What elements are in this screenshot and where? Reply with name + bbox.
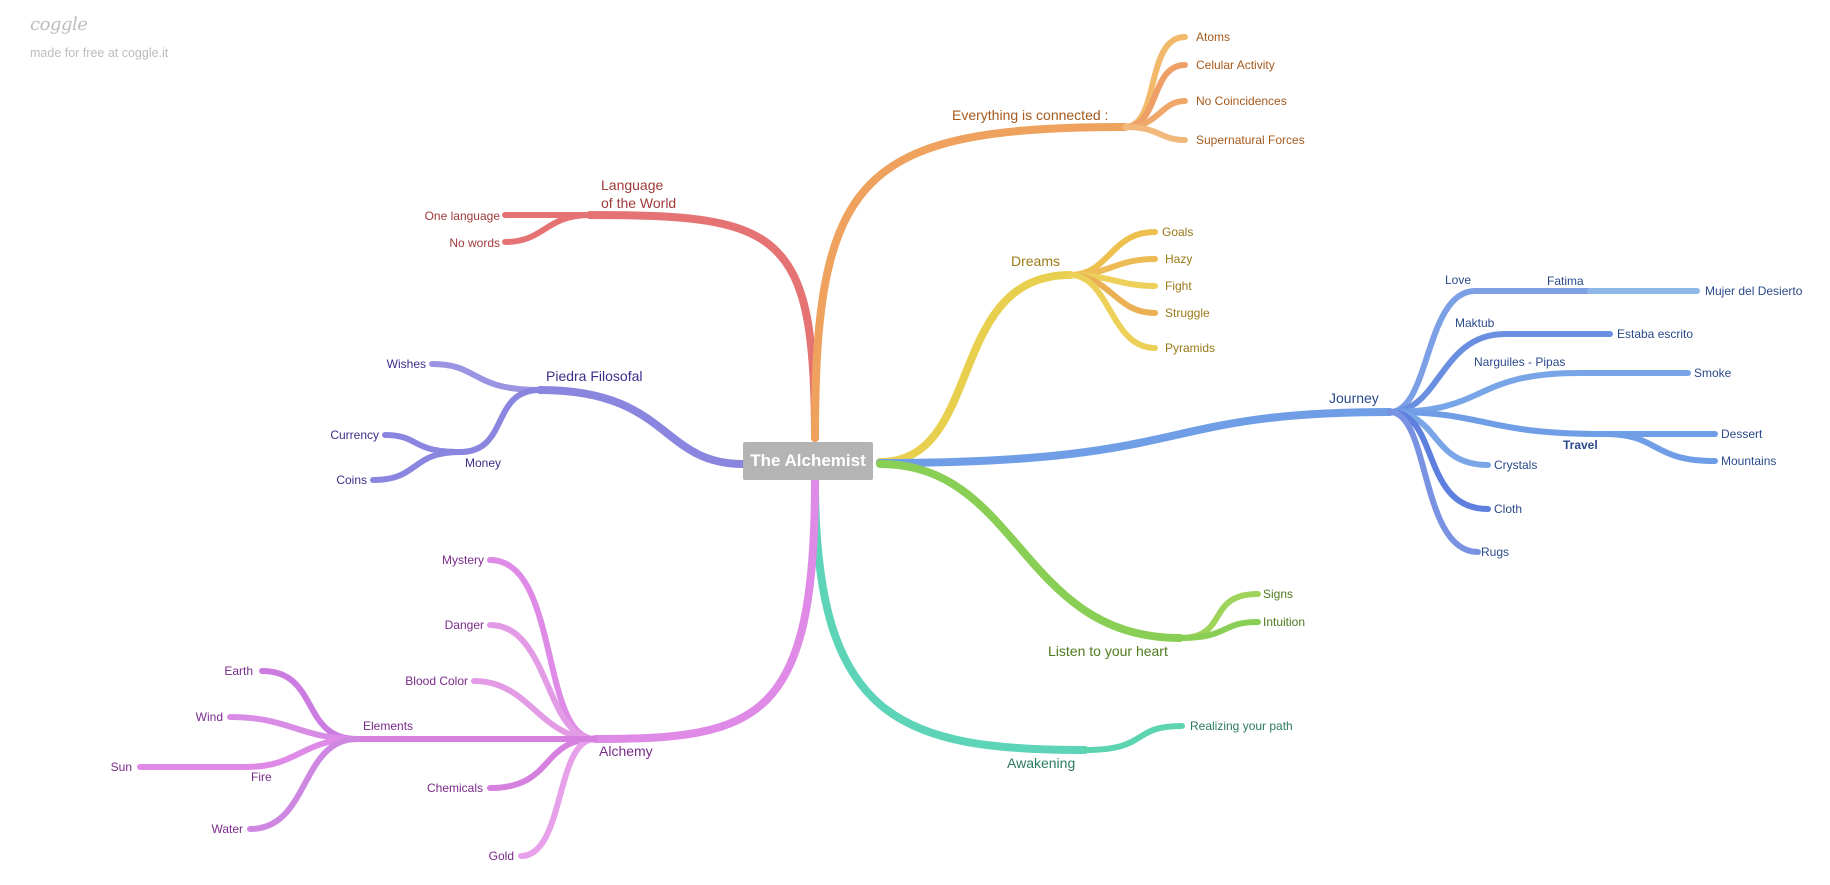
label-cloth: Cloth	[1494, 502, 1522, 516]
label-celular-activity: Celular Activity	[1196, 58, 1275, 72]
label-maktub: Maktub	[1455, 316, 1495, 330]
label-no-coincidences: No Coincidences	[1196, 94, 1287, 108]
branch-piedra	[536, 386, 747, 468]
label-estaba-escrito: Estaba escrito	[1617, 327, 1693, 341]
branch-journey	[876, 408, 1394, 467]
branch-heart	[876, 460, 1184, 642]
branch-no-words	[502, 212, 593, 245]
label-mujer-del-desierto: Mujer del Desierto	[1705, 284, 1803, 298]
label-signs: Signs	[1263, 587, 1293, 601]
label-crystals: Crystals	[1494, 458, 1537, 472]
branch-awakening	[811, 476, 1089, 754]
branch-travel	[1387, 409, 1608, 437]
label-chemicals: Chemicals	[427, 781, 483, 795]
label-alchemy: Alchemy	[599, 743, 653, 759]
label-earth: Earth	[224, 664, 253, 678]
label-mountains: Mountains	[1721, 454, 1776, 468]
label-currency: Currency	[330, 428, 379, 442]
branch-mountains	[1602, 431, 1718, 464]
label-sun: Sun	[111, 760, 132, 774]
label-wishes: Wishes	[387, 357, 426, 371]
label-supernatural-forces: Supernatural Forces	[1196, 133, 1305, 147]
branch-intuition	[1177, 619, 1261, 641]
label-pyramids: Pyramids	[1165, 341, 1215, 355]
branch-currency	[382, 432, 463, 455]
label-no-words: No words	[449, 236, 500, 250]
label-one-language: One language	[425, 209, 501, 223]
label-hazy: Hazy	[1165, 252, 1192, 266]
label-narguiles-pipas: Narguiles - Pipas	[1474, 355, 1565, 369]
label-struggle: Struggle	[1165, 306, 1210, 320]
label-travel: Travel	[1563, 438, 1598, 452]
branch-rugs	[1387, 409, 1481, 555]
branch-pyramids	[1067, 272, 1158, 351]
label-language-line1: Language	[601, 177, 664, 193]
label-fire: Fire	[251, 770, 272, 784]
label-realizing-your-path: Realizing your path	[1190, 719, 1293, 733]
label-love: Love	[1445, 273, 1471, 287]
label-coins: Coins	[336, 473, 367, 487]
branch-wishes	[429, 361, 543, 393]
label-everything-connected: Everything is connected :	[952, 107, 1108, 123]
label-dessert: Dessert	[1721, 427, 1763, 441]
branch-gold	[518, 736, 598, 859]
label-elements: Elements	[363, 719, 413, 733]
coggle-logo: coggle	[30, 14, 88, 35]
label-gold: Gold	[489, 849, 514, 863]
label-danger: Danger	[445, 618, 484, 632]
branch-supernatural	[1122, 124, 1188, 143]
label-piedra-filosofal: Piedra Filosofal	[546, 368, 643, 384]
branch-wind	[227, 714, 360, 742]
central-node[interactable]: The Alchemist	[743, 442, 873, 480]
label-journey: Journey	[1329, 390, 1379, 406]
branch-alchemy	[591, 476, 819, 743]
branch-love	[1387, 288, 1478, 415]
label-wind: Wind	[196, 710, 223, 724]
branch-coins	[370, 449, 463, 483]
label-atoms: Atoms	[1196, 30, 1230, 44]
label-rugs: Rugs	[1481, 545, 1509, 559]
label-smoke: Smoke	[1694, 366, 1732, 380]
branch-realizing	[1082, 723, 1185, 753]
label-mystery: Mystery	[442, 553, 484, 567]
label-fight: Fight	[1165, 279, 1192, 293]
branch-danger	[487, 622, 598, 742]
label-awakening: Awakening	[1007, 755, 1075, 771]
branch-everything-connected	[811, 123, 1129, 442]
label-water: Water	[211, 822, 243, 836]
label-intuition: Intuition	[1263, 615, 1305, 629]
label-goals: Goals	[1162, 225, 1193, 239]
branch-dreams	[876, 271, 1074, 466]
branch-cloth	[1387, 409, 1491, 512]
label-language-line2: of the World	[601, 195, 676, 211]
label-dreams: Dreams	[1011, 253, 1060, 269]
label-blood-color: Blood Color	[405, 674, 468, 688]
label-fatima: Fatima	[1547, 274, 1584, 288]
branch-earth	[259, 668, 360, 742]
branch-money	[457, 387, 543, 455]
branch-water	[247, 736, 360, 832]
coggle-tagline: made for free at coggle.it	[30, 46, 169, 60]
label-listen-to-your-heart: Listen to your heart	[1048, 643, 1168, 659]
label-money: Money	[465, 456, 501, 470]
branch-mystery	[487, 557, 598, 742]
